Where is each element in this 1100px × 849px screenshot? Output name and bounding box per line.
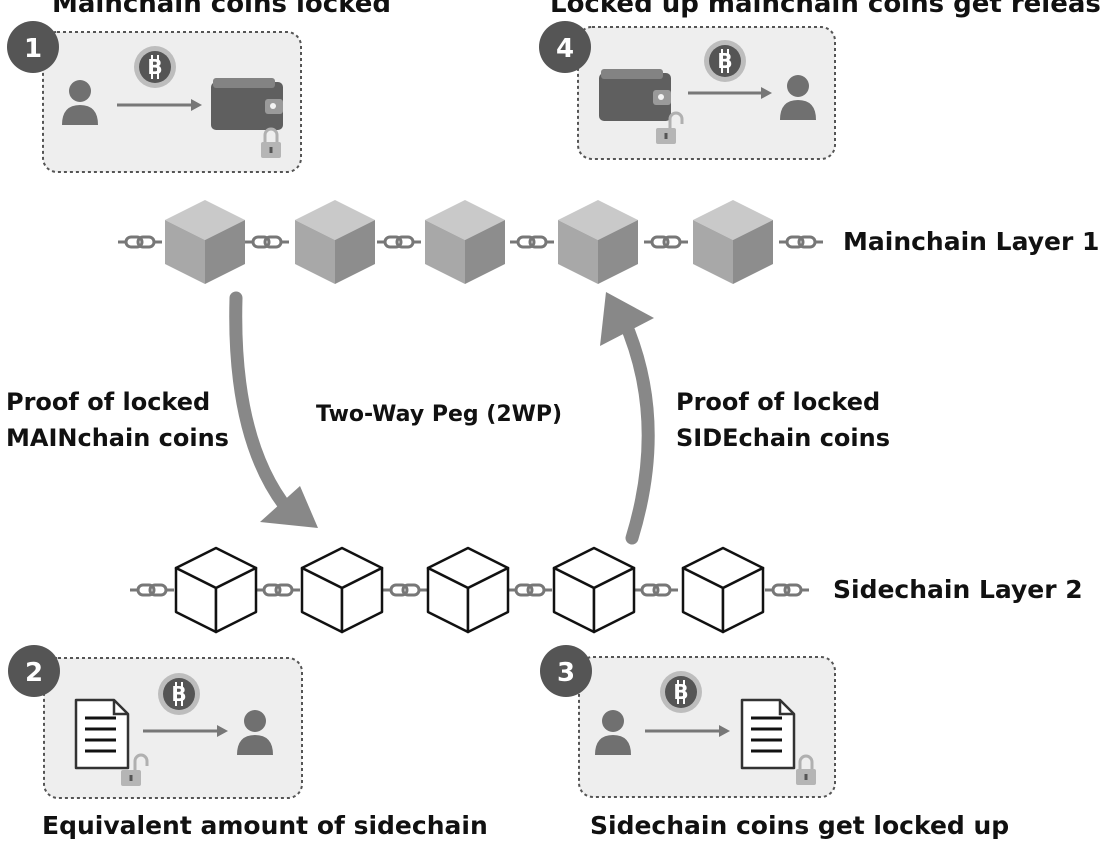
arrow-icon — [117, 99, 202, 111]
cube-icon — [174, 546, 258, 634]
cube-icon — [681, 546, 765, 634]
proof-right-line1: Proof of locked — [676, 388, 881, 416]
chain-link-icon — [116, 235, 164, 249]
wallet-icon — [211, 78, 283, 130]
chain-link-icon — [254, 583, 302, 597]
step-1-panel: 1 — [7, 21, 302, 173]
arrow-icon — [645, 725, 730, 737]
chain-link-icon — [777, 235, 825, 249]
document-icon — [740, 698, 796, 770]
arrow-icon — [688, 87, 772, 99]
peg-up-arrow — [600, 292, 655, 545]
chain-link-icon — [506, 583, 554, 597]
cube-icon — [552, 546, 636, 634]
step-3-panel: 3 — [540, 645, 836, 798]
cube-icon — [300, 546, 384, 634]
sidechain-layer — [128, 546, 811, 634]
cube-icon — [295, 200, 375, 284]
step-4-caption: Locked up mainchain coins get released — [550, 0, 1100, 19]
step-2-panel: 2 — [8, 645, 303, 799]
chain-link-icon — [763, 583, 811, 597]
svg-text:2: 2 — [25, 658, 43, 688]
step-1-caption: Mainchain coins locked — [52, 0, 392, 19]
bitcoin-icon — [703, 39, 747, 83]
step-4-badge: 4 — [539, 21, 591, 73]
svg-text:1: 1 — [24, 34, 42, 64]
peg-down-arrow — [229, 291, 318, 528]
step-2-caption: Equivalent amount of sidechain — [42, 811, 488, 840]
step-3-caption: Sidechain coins get locked up — [590, 811, 1010, 840]
step-4-panel: 4 — [539, 21, 836, 160]
cube-icon — [425, 200, 505, 284]
proof-left-line1: Proof of locked — [6, 388, 211, 416]
chain-link-icon — [128, 583, 176, 597]
mainchain-layer — [116, 200, 825, 284]
cube-icon — [693, 200, 773, 284]
proof-left-line2: MAINchain coins — [6, 424, 229, 452]
step-2-badge: 2 — [8, 645, 60, 697]
wallet-icon — [599, 69, 671, 121]
mainchain-layer-label: Mainchain Layer 1 — [843, 227, 1100, 256]
chain-link-icon — [381, 583, 429, 597]
cube-icon — [165, 200, 245, 284]
chain-link-icon — [375, 235, 423, 249]
bitcoin-icon — [157, 672, 201, 716]
svg-text:4: 4 — [556, 34, 574, 64]
cube-icon — [558, 200, 638, 284]
chain-link-icon — [508, 235, 556, 249]
chain-link-icon — [243, 235, 291, 249]
document-icon — [74, 698, 130, 770]
arrow-icon — [143, 725, 228, 737]
step-3-badge: 3 — [540, 645, 592, 697]
center-label: Two-Way Peg (2WP) — [316, 402, 563, 427]
step-1-badge: 1 — [7, 21, 59, 73]
sidechain-layer-label: Sidechain Layer 2 — [833, 575, 1083, 604]
bitcoin-icon — [659, 670, 703, 714]
chain-link-icon — [642, 235, 690, 249]
cube-icon — [426, 546, 510, 634]
chain-link-icon — [632, 583, 680, 597]
svg-text:3: 3 — [557, 658, 575, 688]
bitcoin-icon — [133, 45, 177, 89]
proof-right-line2: SIDEchain coins — [676, 424, 891, 452]
